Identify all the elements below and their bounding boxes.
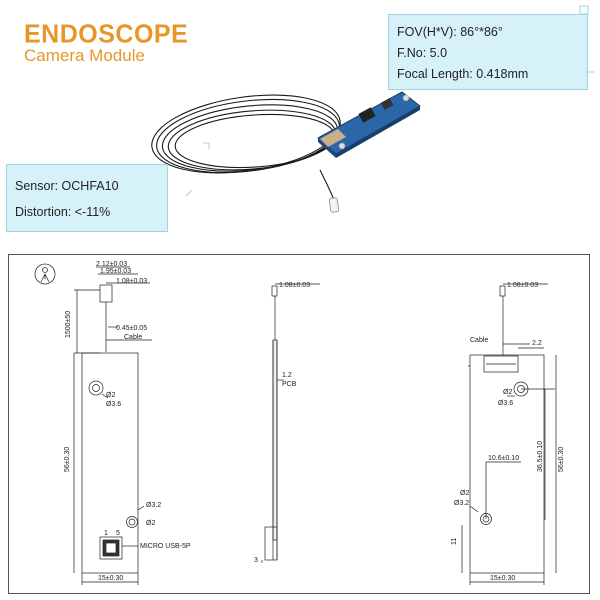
left-view-labels: 2.12±0.03 1.95±0.03 1.08±0.03 1500±50 0.… — [64, 261, 191, 582]
dim-1-08: 1.08±0.03 — [116, 278, 147, 285]
product-photo — [151, 5, 594, 213]
spec-fov: FOV(H*V): 86°*86° — [397, 25, 503, 39]
right-view-labels: 1.08±0.03 Cable 2.2 Ø2 Ø3.6 36.5±0.10 56… — [451, 282, 565, 582]
hole-phi2-right: Ø2 — [503, 389, 512, 396]
middle-view — [261, 283, 320, 563]
right-view — [461, 283, 557, 585]
label-pcb: PCB — [282, 381, 297, 388]
hole-phi3-2-left: Ø3.2 — [146, 502, 161, 509]
dim-1-08-right: 1.08±0.03 — [507, 282, 538, 289]
hole-phi3-6-left: Ø3.6 — [106, 401, 121, 408]
left-view — [73, 266, 152, 585]
dim-56-left: 56±0.30 — [64, 447, 71, 472]
spec-sensor: Sensor: OCHFA10 — [15, 179, 119, 193]
dim-1-95: 1.95±0.03 — [100, 268, 131, 275]
spec-distortion: Distortion: <-11% — [15, 205, 111, 219]
spec-focal-length: Focal Length: 0.418mm — [397, 67, 529, 81]
pin-5-label: 5 — [116, 530, 120, 537]
spec-fno: F.No: 5.0 — [397, 46, 448, 60]
technical-drawing-frame — [8, 254, 590, 594]
dim-1-08-middle: 1.08±0.03 — [279, 282, 310, 289]
product-title: ENDOSCOPE — [24, 19, 189, 49]
hole-phi2-bottom-left: Ø2 — [146, 520, 155, 527]
dim-15-right: 15±0.30 — [490, 575, 515, 582]
spec-callout-optics: FOV(H*V): 86°*86° F.No: 5.0 Focal Length… — [388, 14, 588, 90]
dim-2-12: 2.12±0.03 — [96, 261, 127, 268]
usb-connector-label: MICRO USB-5P — [140, 543, 191, 550]
hole-phi2-bottom-right: Ø2 — [460, 490, 469, 497]
dim-0-45: 0.45±0.05 — [116, 325, 147, 332]
spec-callout-sensor: Sensor: OCHFA10 Distortion: <-11% — [6, 164, 168, 232]
pin-1-label: 1 — [104, 530, 108, 537]
dim-pcb-thickness: 1.2 — [282, 372, 292, 379]
dim-2-2: 2.2 — [532, 340, 542, 347]
hole-phi3-2-right: Ø3.2 — [454, 500, 469, 507]
hole-phi2-left: Ø2 — [106, 392, 115, 399]
dim-3-middle: 3 — [254, 557, 258, 564]
dim-15-left: 15±0.30 — [98, 575, 123, 582]
label-cable-right: Cable — [470, 337, 488, 344]
product-subtitle: Camera Module — [24, 46, 145, 65]
hole-phi3-6-right: Ø3.6 — [498, 400, 513, 407]
dim-36-5: 36.5±0.10 — [537, 441, 544, 472]
middle-view-labels: 1.08±0.03 1.2 PCB 3 — [254, 282, 310, 564]
camera-tip — [328, 197, 340, 213]
reference-person-icon — [34, 263, 56, 285]
dim-1500: 1500±50 — [65, 311, 72, 338]
dim-11: 11 — [451, 538, 458, 545]
dim-10-6: 10.6±0.10 — [488, 455, 519, 462]
dim-56-right: 56±0.30 — [558, 447, 565, 472]
pcb-board — [317, 91, 421, 158]
label-cable-left: Cable — [124, 334, 142, 341]
